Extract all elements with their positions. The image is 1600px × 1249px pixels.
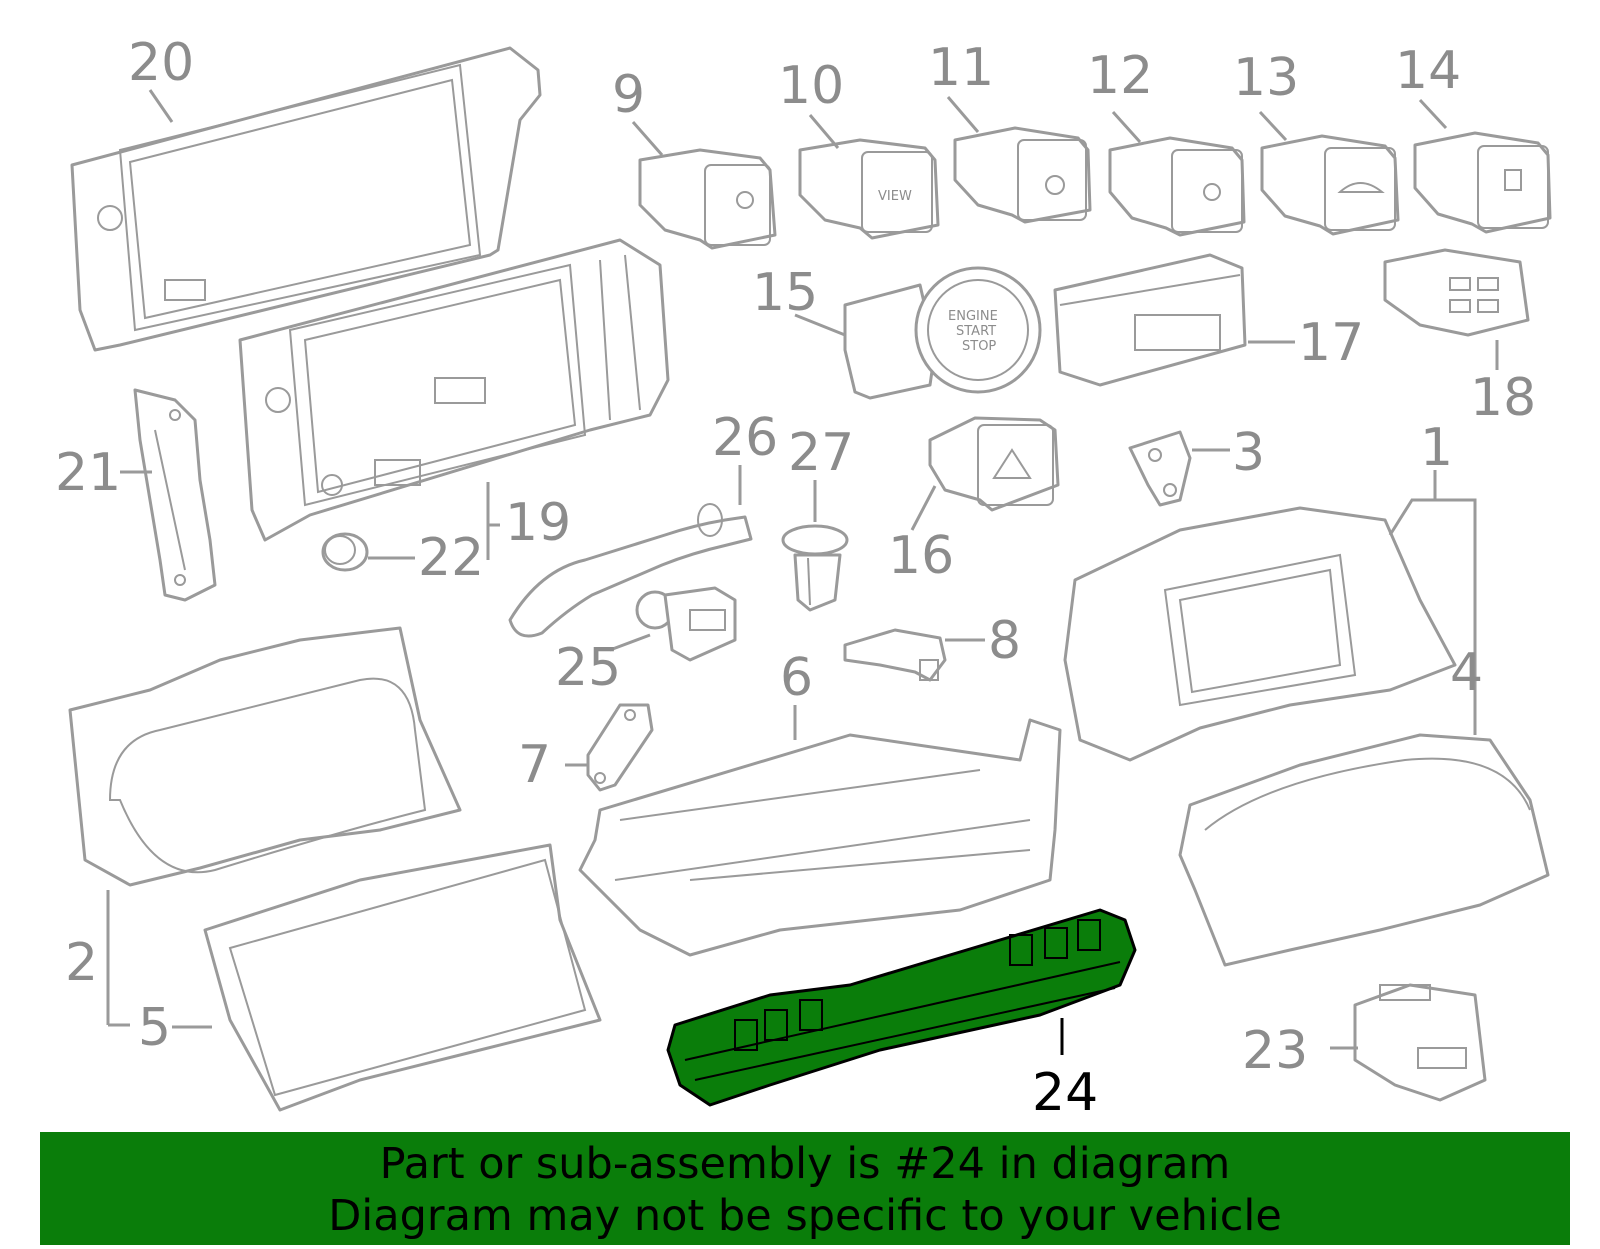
info-banner: Part or sub-assembly is #24 in diagram D… xyxy=(40,1132,1570,1245)
banner-line-1: Part or sub-assembly is #24 in diagram xyxy=(379,1139,1231,1189)
callout-19: 19 xyxy=(505,493,571,553)
engine-label-line1: ENGINE xyxy=(948,309,998,324)
banner-line-2: Diagram may not be specific to your vehi… xyxy=(328,1191,1282,1241)
callout-16: 16 xyxy=(888,526,954,586)
part-5-display-panel[interactable] xyxy=(203,843,602,1112)
engine-label-line2: START xyxy=(956,324,996,339)
part-11-switch[interactable] xyxy=(953,126,1092,224)
callout-25: 25 xyxy=(555,638,621,698)
callout-26: 26 xyxy=(712,408,778,468)
callout-3: 3 xyxy=(1232,423,1265,483)
part-21-bracket[interactable] xyxy=(133,388,217,602)
part-24-switch-panel[interactable] xyxy=(666,908,1137,1107)
callout-11: 11 xyxy=(928,38,994,98)
callout-21: 21 xyxy=(55,443,121,503)
part-15-engine-start-button[interactable]: ENGINE START STOP xyxy=(843,266,1042,400)
callout-20: 20 xyxy=(128,33,194,93)
engine-label-line3: STOP xyxy=(962,339,996,354)
part-7-bracket[interactable] xyxy=(586,703,654,792)
part-13-switch[interactable] xyxy=(1260,134,1400,236)
callout-10: 10 xyxy=(778,56,844,116)
callout-2: 2 xyxy=(65,933,98,993)
callout-8: 8 xyxy=(988,611,1021,671)
callout-1: 1 xyxy=(1420,418,1453,478)
part-19-radio[interactable] xyxy=(238,238,670,542)
callout-6: 6 xyxy=(780,648,813,708)
part-27-clip[interactable] xyxy=(781,524,849,612)
part-9-switch[interactable] xyxy=(638,148,777,250)
part-20-display[interactable] xyxy=(70,46,542,352)
part-1-combination-meter[interactable] xyxy=(1063,506,1457,762)
part-17-module[interactable] xyxy=(1053,253,1247,387)
part-14-switch[interactable] xyxy=(1413,131,1552,234)
part-3-bracket[interactable] xyxy=(1128,430,1192,507)
part-12-switch[interactable] xyxy=(1108,136,1246,237)
callout-9: 9 xyxy=(612,65,645,125)
part-4-meter-lens[interactable] xyxy=(1178,733,1550,967)
part-6-cluster-case[interactable] xyxy=(578,718,1062,957)
part-22-plug[interactable] xyxy=(321,532,369,572)
callout-12: 12 xyxy=(1087,46,1153,106)
part-2-cluster-housing[interactable] xyxy=(68,626,462,887)
callout-13: 13 xyxy=(1233,48,1299,108)
callout-15: 15 xyxy=(752,263,818,323)
callout-27: 27 xyxy=(788,423,854,483)
callout-24: 24 xyxy=(1032,1063,1098,1123)
callout-4: 4 xyxy=(1450,643,1483,703)
callout-14: 14 xyxy=(1395,41,1461,101)
part-23-usb-socket[interactable] xyxy=(1353,983,1487,1102)
callout-22: 22 xyxy=(418,528,484,588)
view-switch-label: VIEW xyxy=(878,189,912,204)
callout-18: 18 xyxy=(1470,368,1536,428)
callout-7: 7 xyxy=(518,735,551,795)
callout-5: 5 xyxy=(138,998,171,1058)
callout-23: 23 xyxy=(1242,1021,1308,1081)
part-18-usb-port[interactable] xyxy=(1383,248,1530,337)
part-10-switch[interactable]: VIEW xyxy=(798,138,940,240)
callout-17: 17 xyxy=(1298,313,1364,373)
part-8-harness[interactable] xyxy=(843,628,947,682)
part-26-cable[interactable] xyxy=(508,503,753,638)
part-25-connector[interactable] xyxy=(635,586,737,662)
part-16-hazard-switch[interactable] xyxy=(928,416,1060,512)
